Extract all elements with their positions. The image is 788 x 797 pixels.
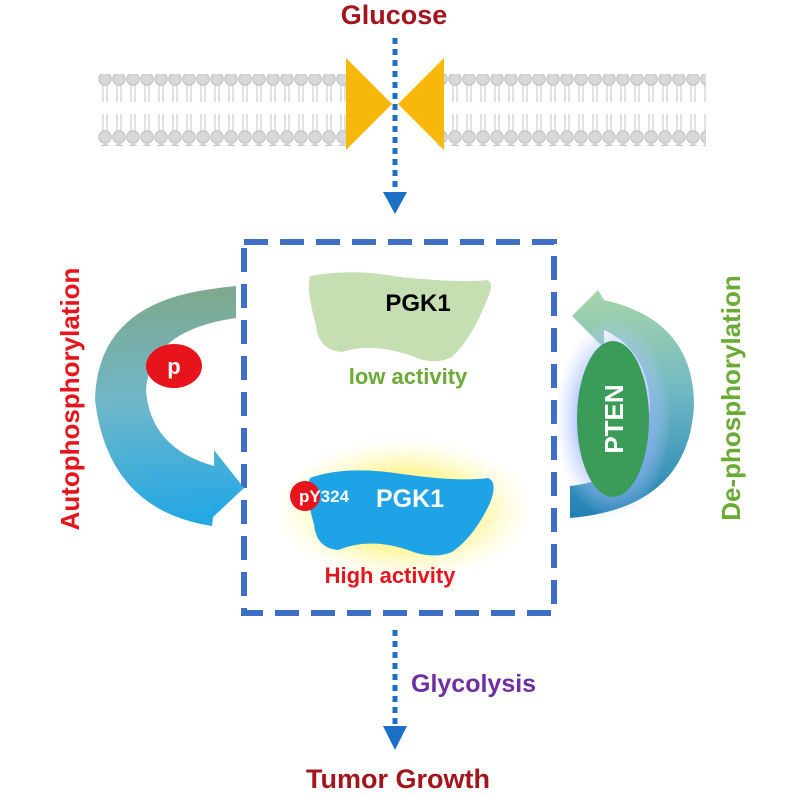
membrane-left bbox=[98, 74, 350, 146]
pten-enzyme bbox=[577, 341, 649, 497]
glycolysis-arrow bbox=[383, 630, 407, 750]
cytoplasm-box bbox=[241, 239, 557, 616]
membrane-right bbox=[434, 74, 706, 146]
phospho-site-py324 bbox=[290, 481, 320, 511]
tumor-growth-label: Tumor Growth bbox=[306, 764, 490, 794]
glucose-entry-arrow bbox=[383, 38, 407, 214]
pgk1-low-activity-shape bbox=[308, 272, 491, 362]
autophosphorylation-label: Autophosphorylation bbox=[55, 268, 85, 531]
low-activity-label: low activity bbox=[349, 364, 468, 389]
pten-label: PTEN bbox=[599, 384, 629, 453]
pgk1-low-label: PGK1 bbox=[385, 290, 450, 317]
pgk1-high-label: PGK1 bbox=[376, 485, 444, 513]
left-curved-arrow-body bbox=[95, 287, 238, 526]
high-activity-label: High activity bbox=[325, 563, 457, 588]
glycolysis-label: Glycolysis bbox=[411, 670, 536, 698]
glucose-transporter bbox=[346, 58, 444, 150]
py324-label: pY324 bbox=[299, 487, 350, 506]
cell-membrane bbox=[98, 74, 706, 146]
autophosphorylation-arrow bbox=[95, 286, 244, 526]
transporter-left-wedge bbox=[346, 58, 392, 150]
dephosphorylation-label: De-phosphorylation bbox=[716, 275, 746, 521]
left-curved-arrow-shape bbox=[110, 286, 244, 518]
pgk1-high-activity-shape bbox=[307, 470, 494, 556]
glucose-label: Glucose bbox=[341, 0, 448, 30]
phosphate-label: p bbox=[167, 354, 180, 379]
phosphate-group bbox=[146, 344, 202, 388]
transporter-right-wedge bbox=[398, 58, 444, 150]
